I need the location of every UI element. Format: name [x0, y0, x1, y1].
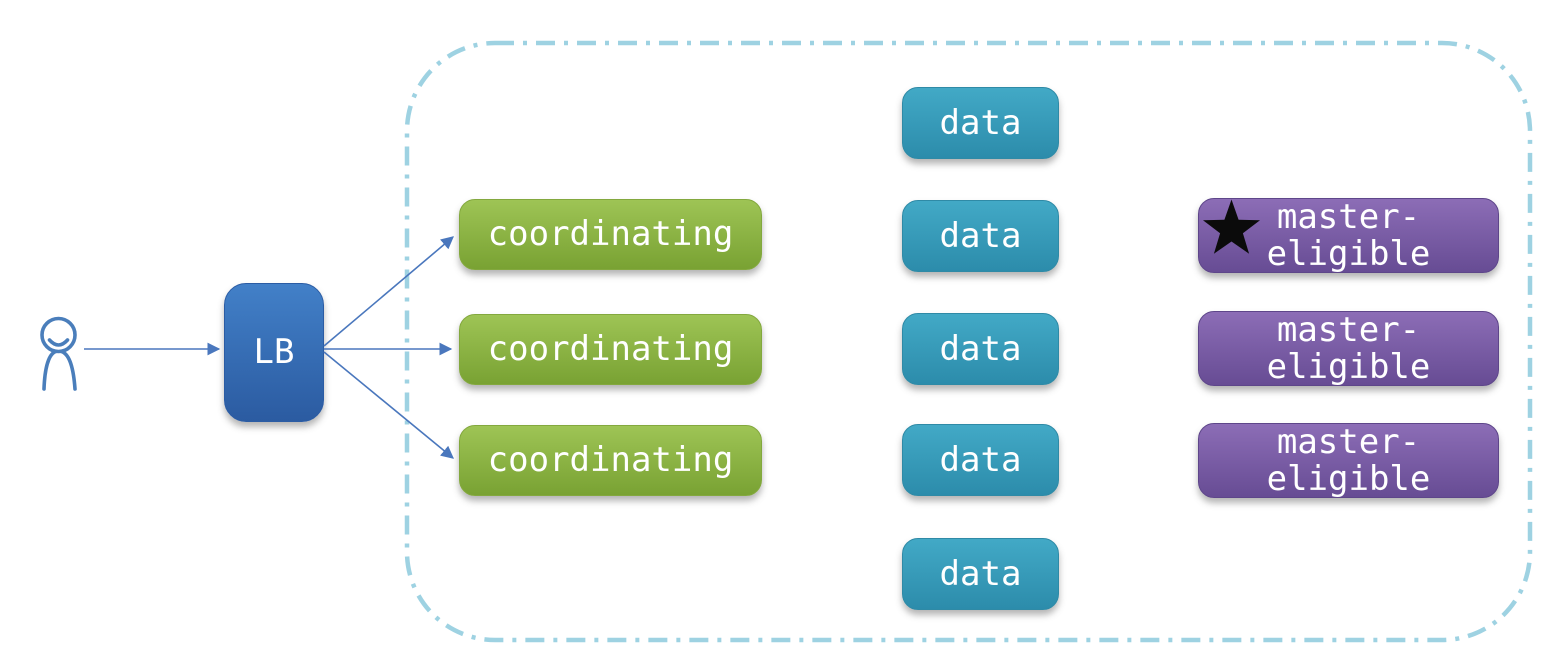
- load-balancer-node: LB: [224, 283, 324, 422]
- coordinating-node-1: coordinating: [459, 199, 762, 270]
- person-body: [42, 349, 77, 391]
- load-balancer-label: LB: [253, 332, 295, 372]
- master-eligible-node-3: master- eligible: [1198, 423, 1499, 498]
- data-node-label: data: [939, 553, 1022, 594]
- master-node-label-line2: eligible: [1266, 346, 1431, 387]
- data-node-label: data: [939, 328, 1022, 369]
- data-node-label: data: [939, 102, 1022, 143]
- person-icon: [40, 316, 77, 391]
- master-node-label-line2: eligible: [1266, 233, 1431, 274]
- coordinating-node-label: coordinating: [487, 329, 734, 369]
- arrow-lb-to-coordinating-3: [323, 351, 454, 459]
- data-node-4: data: [902, 424, 1059, 496]
- data-node-2: data: [902, 200, 1059, 272]
- master-node-label-line2: eligible: [1266, 458, 1431, 499]
- coordinating-node-2: coordinating: [459, 314, 762, 385]
- data-node-5: data: [902, 538, 1059, 610]
- master-eligible-node-1: master- eligible: [1198, 198, 1499, 273]
- data-node-label: data: [939, 215, 1022, 256]
- person-head: [40, 316, 77, 354]
- master-node-label-line1: master-: [1276, 309, 1421, 350]
- data-node-3: data: [902, 313, 1059, 385]
- coordinating-node-label: coordinating: [487, 214, 734, 254]
- data-node-1: data: [902, 87, 1059, 159]
- person-smile: [47, 338, 70, 347]
- coordinating-node-3: coordinating: [459, 425, 762, 496]
- data-node-label: data: [939, 439, 1022, 480]
- coordinating-node-label: coordinating: [487, 440, 734, 480]
- master-node-label-line1: master-: [1276, 196, 1421, 237]
- master-node-label-line1: master-: [1276, 421, 1421, 462]
- master-eligible-node-2: master- eligible: [1198, 311, 1499, 386]
- arrow-lb-to-coordinating-1: [323, 236, 454, 347]
